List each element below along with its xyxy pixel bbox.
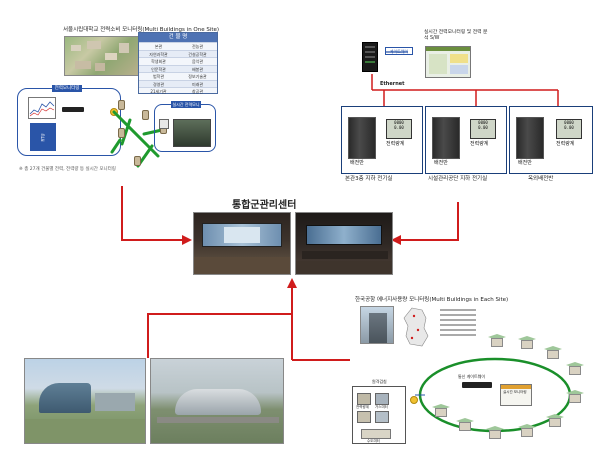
ring-building-9 — [456, 418, 474, 432]
remote-monitoring-box: 실시간 전력모니터링 — [154, 101, 216, 152]
airport-aerial-photo — [150, 358, 284, 444]
building-table-row: 자연과학관 건설공학관 — [139, 49, 217, 57]
meter-photo — [159, 119, 169, 129]
ring-building-2 — [518, 336, 536, 350]
monitor-label: 실시간 전력모니터링 및 전력 분석 S/W — [424, 30, 488, 41]
monitoring-screen-bottom: 실시간 모니터링 — [500, 384, 532, 406]
korea-map — [403, 307, 429, 347]
building-table-row: 21세기관 창공관 — [139, 87, 217, 95]
building-table-cell: 정보기술관 — [188, 74, 207, 79]
remote-metering-box: 전력량계 가스미터 수도미터 — [352, 386, 406, 444]
ring-building-3 — [544, 346, 562, 360]
building-table-row: 경영관 미래관 — [139, 79, 217, 87]
ethernet-label: Ethernet — [380, 81, 405, 87]
building-table-cell: 전농관 — [191, 44, 204, 49]
distribution-panel-2 — [432, 117, 460, 159]
ring-building-7 — [518, 424, 536, 438]
ring-building-8 — [486, 426, 504, 440]
meter-can-2 — [142, 110, 149, 120]
building-table-cell: 미래관 — [191, 81, 204, 87]
ring-building-5 — [566, 390, 584, 404]
airport-building-photo — [24, 358, 146, 444]
ring-building-1 — [488, 334, 506, 348]
building-table-row: 학생회관 음악관 — [139, 57, 217, 65]
bottom-right-title: 한국공항 에너지사용량 모니터링(Multi Buildings in Each… — [355, 297, 509, 303]
metering-label-2: 가스미터 — [375, 405, 388, 409]
gateway-label-box: 게이트웨이 — [385, 47, 413, 55]
office-building-photo — [360, 306, 394, 344]
meter-label-3: 전력량계 — [556, 141, 575, 147]
meter-label-1: 전력량계 — [386, 141, 405, 147]
gateway-device-left — [62, 107, 84, 112]
panel-label-3: 배전반 — [518, 160, 532, 166]
metering-box-label: 원격검침 — [372, 379, 387, 384]
meter-can-5 — [134, 156, 141, 166]
rtu-box: RTU — [30, 123, 56, 151]
campus-map-photo — [64, 36, 140, 76]
monitoring-box-label: 전력모니터링 — [52, 85, 82, 92]
room-caption-1: 본관3층 지하 전기실 — [345, 176, 393, 182]
chart-screenshot — [28, 97, 56, 119]
building-table-row: 인문학관 배봉관 — [139, 64, 217, 72]
ethernet-bus — [371, 74, 559, 106]
building-table-cell: 경영관 — [152, 81, 165, 87]
panel-label-2: 배전반 — [434, 160, 448, 166]
building-table-cell: 학생회관 — [151, 59, 166, 64]
building-table-row: 법학관 정보기술관 — [139, 72, 217, 80]
building-table-cell: 창공관 — [191, 89, 204, 94]
distribution-panel-3 — [516, 117, 544, 159]
gateway-label-bottom: 통신 게이트웨이 — [458, 374, 486, 379]
panel-label-1: 배전반 — [350, 160, 364, 166]
room-caption-2: 시설관리공단 지하 전기실 — [428, 176, 488, 182]
center-title: 통합군관리센터 — [232, 200, 297, 211]
control-room-photo-right — [295, 212, 393, 275]
arrow-left-to-center — [121, 186, 192, 245]
metering-label-3: 수도미터 — [367, 439, 380, 443]
monitoring-box: 전력모니터링 RTU — [17, 85, 121, 156]
airport-list — [440, 306, 476, 342]
ring-building-10 — [432, 404, 450, 418]
green-network — [110, 110, 164, 168]
building-table-cell: 음악관 — [191, 59, 204, 64]
building-table-cell: 21세기관 — [150, 89, 167, 94]
control-room-photo — [173, 119, 211, 147]
meter-label-2: 전력량계 — [470, 141, 489, 147]
room-caption-3: 옥외배전반 — [528, 176, 554, 182]
control-room-photo-left — [193, 212, 291, 275]
meter-can-1 — [118, 100, 125, 110]
distribution-panel-1 — [348, 117, 376, 159]
top-left-note: ※ 총 27개 건물별 전력, 전력량 등 실시간 모니터링 — [19, 167, 116, 172]
remote-monitoring-label: 실시간 전력모니터링 — [171, 101, 201, 114]
ring-node — [410, 396, 418, 404]
server-rack — [362, 42, 378, 72]
building-table-cell: 자연과학관 — [149, 51, 168, 57]
monitor-screenshot — [425, 46, 471, 78]
building-table-row: 본관 전농관 — [139, 42, 217, 50]
building-table-cell: 인문학관 — [151, 66, 166, 72]
ring-building-6 — [546, 414, 564, 428]
building-table-header: 건 물 명 — [139, 33, 217, 42]
gateway-device-bottom — [462, 382, 492, 388]
realtime-label-bottom: 실시간 모니터링 — [503, 390, 527, 394]
building-table-cell: 본관 — [154, 44, 163, 49]
building-table-cell: 배봉관 — [191, 66, 204, 72]
ring-building-4 — [566, 362, 584, 376]
line-bottom-left — [147, 313, 292, 358]
building-table-cell: 법학관 — [152, 74, 165, 79]
arrow-right-to-center — [391, 202, 459, 245]
meter-can-4 — [118, 128, 125, 138]
top-left-title: 서울시립대학교 전력소비 모니터링(Multi Buildings in One… — [63, 27, 220, 33]
building-table-cell: 건설공학관 — [188, 51, 207, 57]
metering-label-1: 전력량계 — [356, 405, 369, 409]
